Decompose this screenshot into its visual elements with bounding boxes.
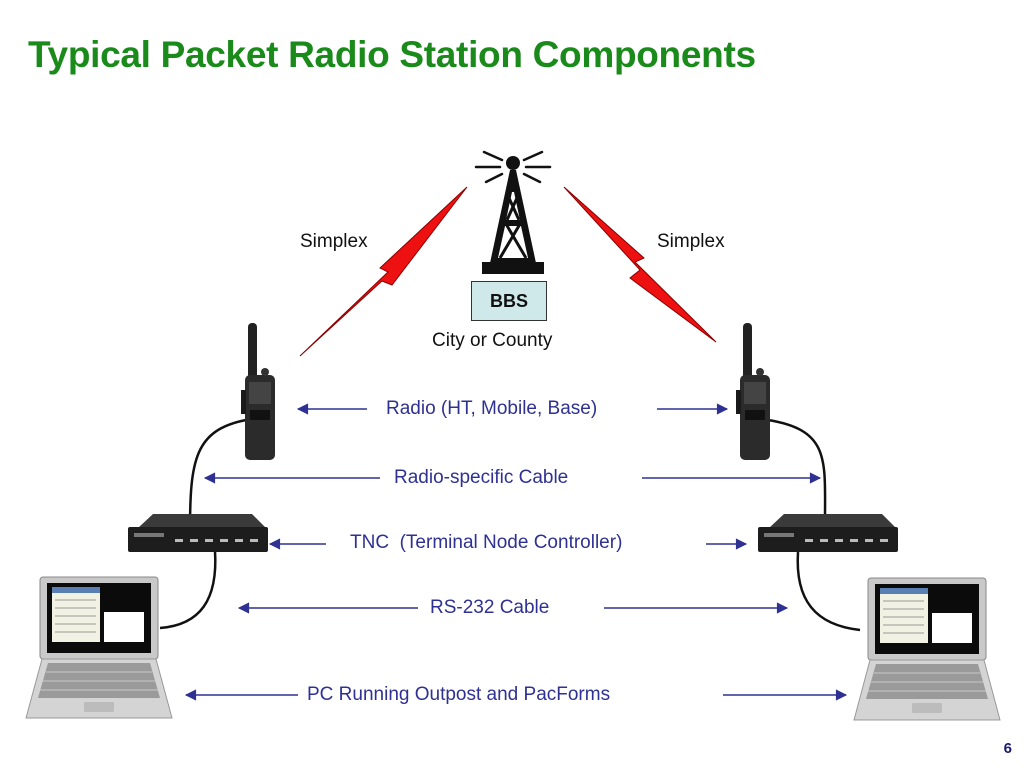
cables (159, 418, 861, 632)
left-handheld-radio-icon (241, 323, 275, 460)
right-tnc-device-icon (758, 514, 898, 552)
rs232-label: RS-232 Cable (430, 597, 550, 618)
pc-label: PC Running Outpost and PacForms (307, 684, 611, 705)
radio-cable-label: Radio-specific Cable (394, 467, 569, 488)
radio-tower-icon (474, 150, 552, 274)
left-laptop-icon (25, 576, 173, 719)
slide-title: Typical Packet Radio Station Components (28, 34, 756, 75)
left-tnc-device-icon (128, 514, 268, 552)
right-laptop-icon (853, 577, 1001, 721)
simplex-left-label: Simplex (300, 231, 368, 252)
right-lightning-bolt (563, 186, 717, 343)
left-lightning-bolt (299, 186, 468, 357)
radio-label: Radio (HT, Mobile, Base) (386, 398, 598, 419)
simplex-right-label: Simplex (657, 231, 725, 252)
tnc-label: TNC (Terminal Node Controller) (350, 532, 623, 553)
page-number: 6 (1003, 740, 1012, 757)
bbs-box: BBS (471, 281, 547, 321)
right-handheld-radio-icon (736, 323, 770, 460)
city-or-county-label: City or County (432, 330, 553, 351)
